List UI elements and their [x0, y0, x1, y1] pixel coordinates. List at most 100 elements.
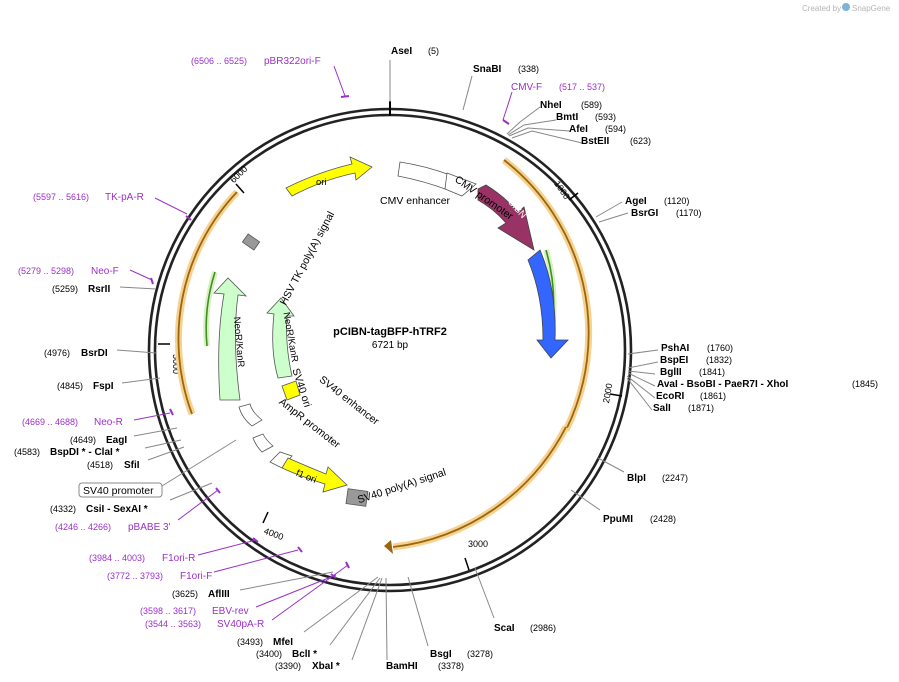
enzyme-position: (1841)	[699, 367, 725, 377]
primer-range: (5279 .. 5298)	[18, 266, 74, 276]
enzyme-name[interactable]: AfeI	[569, 124, 588, 135]
orf-arc-left	[177, 191, 238, 415]
enzyme-position: (2247)	[662, 473, 688, 483]
enzyme-name[interactable]: AvaI - BsoBI - PaeR7I - XhoI	[657, 379, 789, 390]
primer-name[interactable]: F1ori-F	[180, 571, 212, 582]
enzyme-name[interactable]: AflIII	[208, 589, 230, 600]
credit-brand: SnapGene	[852, 4, 891, 13]
primers: (6506 .. 6525) pBR322ori-F CMV-F (517 ..…	[18, 56, 605, 630]
enzyme-name[interactable]: MfeI	[273, 637, 293, 648]
tick-3000	[464, 557, 470, 571]
primer-name[interactable]: F1ori-R	[162, 553, 195, 564]
enzyme-name[interactable]: AgeI	[625, 196, 647, 207]
feature-ori	[285, 156, 373, 197]
tick-1000	[568, 192, 579, 201]
enzyme-name[interactable]: XbaI *	[312, 661, 340, 672]
feature-label-sv40-enhancer: SV40 enhancer	[317, 374, 382, 428]
primer-mark	[185, 215, 192, 221]
primer-mark	[502, 119, 510, 125]
enzyme-name[interactable]: BsgI	[430, 649, 452, 660]
site-leader	[570, 489, 601, 511]
enzyme-name[interactable]: ScaI	[494, 623, 515, 634]
enzyme-position: (594)	[605, 124, 626, 134]
enzyme-position: (1861)	[700, 391, 726, 401]
site-leader	[116, 349, 157, 354]
site-leader	[506, 106, 541, 135]
enzyme-name[interactable]: BstEII	[581, 136, 610, 147]
primer-name[interactable]: Neo-F	[91, 266, 119, 277]
primer-name[interactable]: Neo-R	[94, 417, 123, 428]
feature-hsv-tk-polya	[241, 233, 261, 251]
enzyme-name[interactable]: NheI	[540, 100, 562, 111]
enzyme-name[interactable]: BlpI	[627, 473, 646, 484]
primer-name[interactable]: TK-pA-R	[105, 192, 144, 203]
feature-label-neor-kanr-outer: NeoR/KanR	[231, 316, 246, 368]
primer-name[interactable]: EBV-rev	[212, 606, 249, 617]
primer-name[interactable]: SV40pA-R	[217, 619, 264, 630]
primer-name[interactable]: CMV-F	[511, 82, 542, 93]
restriction-sites: AseI (5) SnaBI (338) NheI (589) BmtI (59…	[14, 46, 878, 672]
enzyme-name[interactable]: BspEI	[660, 355, 689, 366]
enzyme-name[interactable]: SfiI	[124, 460, 140, 471]
primer-range: (4669 .. 4688)	[22, 417, 78, 427]
primer-range: (6506 .. 6525)	[191, 56, 247, 66]
tick-label-2000: 2000	[601, 382, 614, 403]
enzyme-position: (623)	[630, 136, 651, 146]
enzyme-position: (3493)	[237, 637, 263, 647]
site-leader	[303, 576, 379, 633]
site-leader	[627, 370, 656, 375]
enzyme-name[interactable]: BspDI * - ClaI *	[50, 447, 120, 458]
feature-label-sv40-polya: SV40 poly(A) signal	[356, 466, 447, 506]
enzyme-name[interactable]: BmtI	[556, 112, 578, 123]
site-leader	[626, 377, 653, 411]
enzyme-position: (1170)	[676, 208, 701, 218]
feature-label-hsv-tk-polya: HSV TK poly(A) signal	[278, 210, 338, 308]
map-length: 6721 bp	[372, 340, 409, 351]
snapgene-logo-icon	[842, 3, 850, 11]
enzyme-name[interactable]: RsrII	[88, 284, 110, 295]
enzyme-position: (1760)	[707, 343, 733, 353]
site-leader	[144, 439, 182, 449]
feature-cmv-enhancer	[397, 161, 451, 191]
sv40-promoter-box[interactable]	[78, 482, 163, 498]
enzyme-position: (3625)	[172, 589, 198, 599]
tick-label-4000: 4000	[263, 526, 285, 542]
site-leader	[169, 482, 213, 501]
primer-range: (3772 .. 3793)	[107, 571, 163, 581]
enzyme-position: (4649)	[70, 435, 96, 445]
enzyme-name[interactable]: BsrDI	[81, 348, 108, 359]
primer-leader	[197, 539, 257, 556]
enzyme-name[interactable]: AseI	[391, 46, 412, 57]
primer-name[interactable]: pBR322ori-F	[264, 56, 321, 67]
primer-range: (5597 .. 5616)	[33, 192, 89, 202]
enzyme-name[interactable]: CsiI - SexAI *	[86, 504, 148, 515]
site-leader	[507, 119, 557, 136]
enzyme-name[interactable]: BamHI	[386, 661, 418, 672]
primer-leader	[177, 489, 219, 521]
enzyme-name[interactable]: PshAI	[661, 343, 690, 354]
credit: Created by SnapGene	[802, 3, 891, 13]
primer-leader	[213, 549, 299, 573]
enzyme-name[interactable]: EagI	[106, 435, 127, 446]
enzyme-name[interactable]: SnaBI	[473, 64, 502, 75]
orf-arc-bottom-arrowhead	[384, 540, 393, 554]
enzyme-name[interactable]: BclI *	[292, 649, 317, 660]
enzyme-position: (4332)	[50, 504, 76, 514]
primer-mark	[215, 487, 221, 494]
enzyme-name[interactable]: FspI	[93, 381, 114, 392]
enzyme-name[interactable]: PpuMI	[603, 514, 633, 525]
enzyme-position: (4518)	[87, 460, 113, 470]
enzyme-name[interactable]: BsrGI	[631, 208, 658, 219]
enzyme-position: (2428)	[650, 514, 676, 524]
site-leader	[239, 571, 334, 591]
primer-range: (3984 .. 4003)	[89, 553, 145, 563]
enzyme-name[interactable]: EcoRI	[656, 391, 685, 402]
primer-name[interactable]: pBABE 3'	[128, 522, 171, 533]
enzyme-name[interactable]: SalI	[653, 403, 671, 414]
enzyme-name[interactable]: BglII	[660, 367, 682, 378]
feature-label-ori: ori	[316, 177, 327, 188]
enzyme-position: (589)	[581, 100, 602, 110]
credit-text: Created by	[802, 4, 841, 13]
feature-cibn	[477, 184, 535, 251]
feature-label-sv40-promoter: SV40 promoter	[83, 485, 154, 497]
